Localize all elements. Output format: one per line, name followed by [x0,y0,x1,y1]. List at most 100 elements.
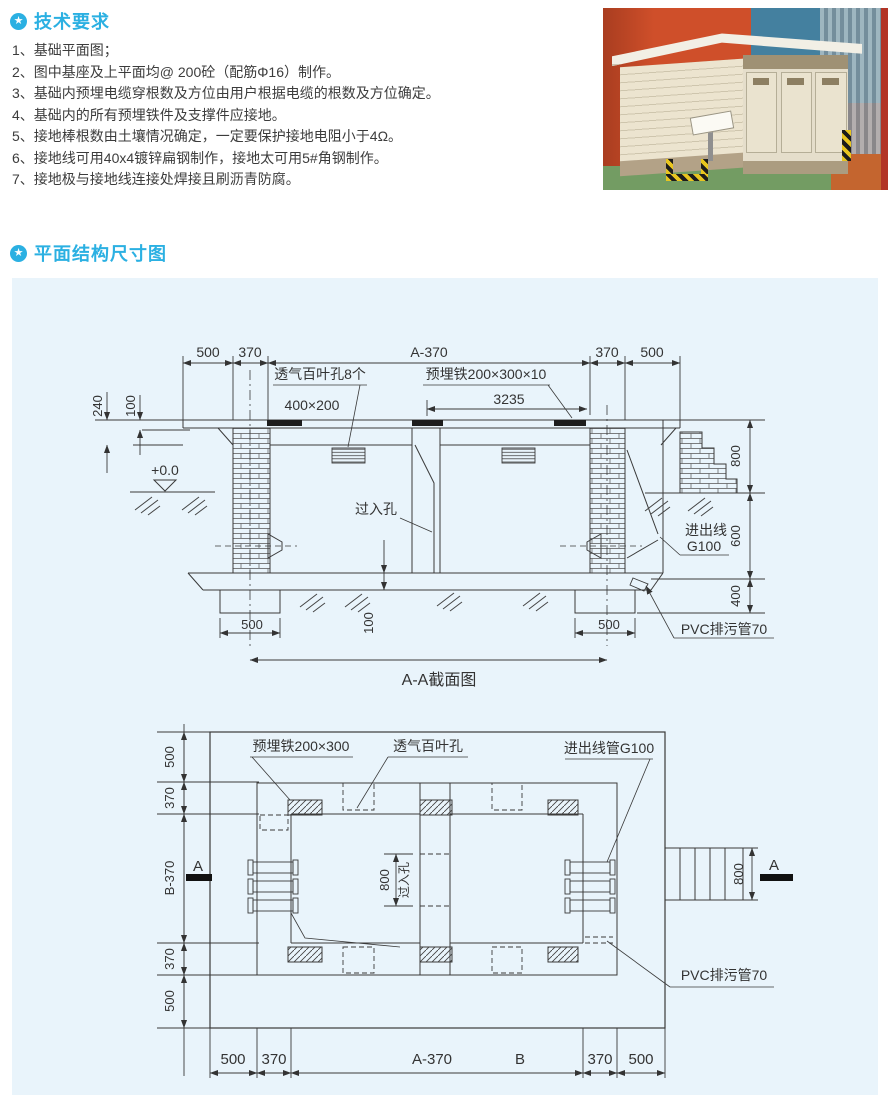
photo-door-vent [752,77,769,86]
plan-wall-outer [256,782,618,976]
photo-sign-post [708,128,713,161]
plan-label-pvc: PVC排污管70 [681,967,768,983]
plan-bottom-b: B [515,1051,525,1068]
plan-plate [419,946,453,963]
photo-base-band-right [742,160,849,174]
plan-center-dim [384,853,413,907]
plan-label-louver: 透气百叶孔 [393,738,463,754]
plan-structure-header: ★ 平面结构尺寸图 [10,240,167,266]
foundation-slab [187,572,664,591]
section-top-dimensions [182,356,681,420]
tech-requirements-header: ★ 技术要求 [10,8,110,34]
plan-plate [547,946,579,963]
plan-left-500-top: 500 [162,746,177,768]
dim-600-right: 600 [728,525,743,547]
plan-diagonal-line [290,912,401,948]
dim-240: 240 [90,395,105,417]
dim-footing-left-500: 500 [241,617,263,632]
section-right-wall [589,420,677,574]
soil-hatch-icon [134,496,161,516]
photo-guard-rail [665,173,709,181]
dim-top-500-right: 500 [640,344,664,360]
plan-label-pvc-leader [606,940,774,988]
section-left-dimensions [95,392,190,473]
level-marker-label: +0.0 [151,462,179,478]
plan-right-trench-dim [738,847,758,901]
dim-top-a370: A-370 [410,344,448,360]
soil-hatch-icon [436,592,463,612]
star-bullet-icon: ★ [10,12,27,30]
plan-louver-openings [259,782,613,974]
plan-plate [287,946,323,963]
plan-wall-inner [290,813,584,944]
soil-hatch-icon [522,592,549,612]
plan-a-marker-right-label: A [769,857,779,874]
dim-top-370-right: 370 [595,344,619,360]
photo-guard-rail-leg [665,159,673,174]
plan-label-conduit: 进出线管G100 [564,740,654,756]
tech-requirements-title: 技术要求 [34,12,110,32]
louver-opening-right [501,447,536,464]
substation-photo [603,8,888,190]
level-triangle-icon [152,479,178,492]
plan-bottom-370-right: 370 [587,1051,612,1068]
label-louver-8: 透气百叶孔8个 [274,366,366,382]
embedded-plate-left [267,420,302,426]
star-bullet-icon: ★ [10,244,27,262]
plan-view-drawing: 800 过入孔 预埋铁200×300 透气百叶孔 进出线管G100 A [157,724,793,1078]
plan-left-370-bottom: 370 [162,948,177,970]
plan-plate [547,799,579,816]
plan-structure-title: 平面结构尺寸图 [34,244,167,264]
plan-bottom-a370: A-370 [412,1051,452,1068]
label-pvc-leader [645,585,675,639]
dim-400-right: 400 [728,585,743,607]
pipe-sleeve-left [267,533,283,559]
photo-guard-post [842,129,851,161]
requirement-item-1: 1、基础平面图； [12,42,118,58]
label-pvc-section: PVC排污管70 [681,621,768,637]
requirement-item-7: 7、接地极与接地线连接处焊接且刷沥青防腐。 [12,171,300,187]
plan-bottom-500-left: 500 [220,1051,245,1068]
plan-conduits-right [564,859,616,914]
plan-bottom-370-left: 370 [261,1051,286,1068]
photo-door-vent [787,77,804,86]
plan-left-370-top: 370 [162,787,177,809]
plan-label-embed: 预埋铁200×300 [253,738,350,754]
plan-label-louver-leader [356,756,468,809]
section-caption: A-A截面图 [402,671,477,689]
section-left-wall [217,427,412,574]
plan-plate [287,799,323,816]
soil-hatch-icon [687,497,714,517]
drawing-panel: 500 370 A-370 370 500 240 100 [12,278,878,1095]
dim-footing-right-500: 500 [598,617,620,632]
plan-plate [419,799,453,816]
label-inout-line: 进出线 [685,522,727,538]
label-manhole-plan: 过入孔 [397,862,411,898]
technical-drawing-svg: 500 370 A-370 370 500 240 100 [90,344,793,1078]
label-embed-leader [423,384,573,419]
soil-hatch-icon [644,497,671,517]
footings [219,590,636,614]
cross-section-drawing: 500 370 A-370 370 500 240 100 [90,344,774,689]
plan-right-trench [664,847,744,901]
louver-opening-left [331,447,366,464]
photo-building-right-face [742,55,849,169]
plan-left-dims [157,724,259,1076]
photo-door-2 [780,72,813,154]
dim-top-500-left: 500 [196,344,220,360]
label-manhole-leader [399,517,433,533]
label-400x200: 400×200 [285,397,340,413]
label-inout-leader [659,536,729,556]
section-right-dimensions [637,419,765,614]
requirement-item-2: 2、图中基座及上平面均@ 200砼（配筋Φ16）制作。 [12,63,340,80]
dim-3235-group [426,400,588,416]
tech-requirements-list: 1、基础平面图； 2、图中基座及上平面均@ 200砼（配筋Φ16）制作。 3、基… [12,40,592,191]
photo-door-1 [745,72,778,154]
plan-a-marker-right-bar [760,874,793,881]
label-louver-leader [273,384,367,448]
label-manhole: 过入孔 [355,501,397,517]
photo-red-edge [881,8,888,190]
photo-guard-rail-leg [701,159,709,174]
footing-dims [219,618,636,638]
